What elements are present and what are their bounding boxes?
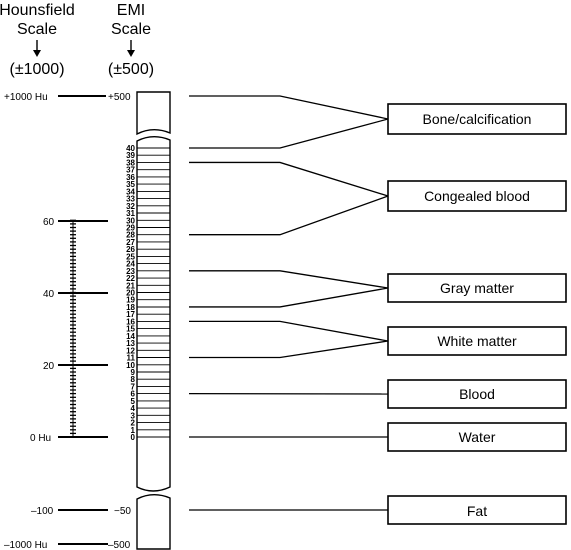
category-connector-line [189,195,389,236]
emi-number-label: 24 [126,260,135,269]
emi-number-label: 23 [126,267,135,276]
emi-header-line1: EMI [117,2,145,19]
emi-header-line2: Scale [111,21,151,38]
category-box-gray-matter: Gray matter [387,273,567,303]
emi-number-label: 8 [131,375,136,384]
hounsfield-header-line2: Scale [17,21,57,38]
emi-number-label: 2 [131,419,136,428]
emi-number-label: 40 [126,144,135,153]
hu-label-60: 60 [43,217,55,228]
emi-label-plus500: +500 [108,92,131,103]
emi-number-label: 14 [126,332,135,341]
category-label-blood: Blood [459,386,495,402]
emi-number-label: 25 [126,252,135,261]
emi-label-minus50: −50 [114,506,131,517]
emi-rungs [137,147,170,438]
emi-number-label: 9 [131,368,136,377]
category-connectors [188,95,389,511]
category-label-white-matter: White matter [437,333,517,349]
category-box-fat: Fat [387,495,567,525]
hu-label-minus100: –100 [31,506,54,517]
category-box-water: Water [387,422,567,452]
emi-header-range: (±500) [108,61,154,78]
emi-number-label: 4 [131,404,136,413]
emi-number-label: 30 [126,216,135,225]
emi-down-arrow-icon [127,40,135,57]
emi-number-label: 3 [131,411,136,420]
category-label-congealed-blood: Congealed blood [424,188,530,204]
emi-number-label: 37 [126,166,135,175]
emi-number-label: 34 [126,187,135,196]
emi-number-label: 0 [131,433,136,442]
hounsfield-header-range: (±1000) [9,61,64,78]
emi-number-label: 36 [126,173,135,182]
hounsfield-connectors [58,95,108,545]
emi-number-label: 16 [126,317,135,326]
emi-number-label: 26 [126,245,135,254]
hu-label-0: 0 Hu [30,433,51,444]
emi-number-label: 32 [126,202,135,211]
emi-number-label: 27 [126,238,135,247]
emi-number-label: 6 [131,390,136,399]
category-label-fat: Fat [467,503,487,519]
category-connector-line [189,95,389,120]
emi-number-column: 4039383736353433323130292827262524232221… [126,144,135,442]
hu-label-20: 20 [43,361,55,372]
category-connector-line [189,270,389,289]
emi-number-label: 31 [126,209,135,218]
hounsfield-fine-scale [70,219,76,438]
category-label-water: Water [459,429,496,445]
emi-number-label: 1 [131,426,136,435]
hu-label-plus1000: +1000 Hu [4,92,48,103]
emi-number-label: 21 [126,281,135,290]
hu-label-minus1000: –1000 Hu [4,540,47,550]
emi-number-label: 15 [126,325,135,334]
emi-number-label: 28 [126,231,135,240]
emi-number-label: 7 [131,382,136,391]
emi-number-label: 29 [126,224,135,233]
category-label-bone: Bone/calcification [423,111,532,127]
emi-number-label: 19 [126,296,135,305]
emi-number-label: 12 [126,346,135,355]
emi-number-label: 5 [131,397,136,406]
category-box-white-matter: White matter [387,326,567,356]
category-box-congealed-blood: Congealed blood [387,180,567,212]
category-connector-line [189,161,389,197]
emi-label-minus500: –500 [108,540,131,550]
category-label-gray-matter: Gray matter [440,280,514,296]
category-box-bone: Bone/calcification [387,103,567,135]
emi-number-label: 13 [126,339,135,348]
emi-number-label: 33 [126,195,135,204]
emi-number-label: 38 [126,158,135,167]
emi-number-label: 10 [126,361,135,370]
emi-number-label: 22 [126,274,135,283]
category-box-blood: Blood [387,379,567,409]
category-connector-line [189,118,389,149]
emi-number-label: 39 [126,151,135,160]
emi-number-label: 35 [126,180,135,189]
hu-label-40: 40 [43,289,55,300]
emi-number-label: 17 [126,310,135,319]
emi-number-label: 11 [127,354,136,363]
emi-scale-column [136,91,171,550]
hounsfield-header-line1: Hounsfield [0,2,75,19]
emi-number-label: 20 [126,289,135,298]
category-connector-line [189,287,389,308]
category-connector-line [189,320,389,342]
hounsfield-down-arrow-icon [33,40,41,57]
category-connector-line [189,340,389,359]
emi-number-label: 18 [126,303,135,312]
